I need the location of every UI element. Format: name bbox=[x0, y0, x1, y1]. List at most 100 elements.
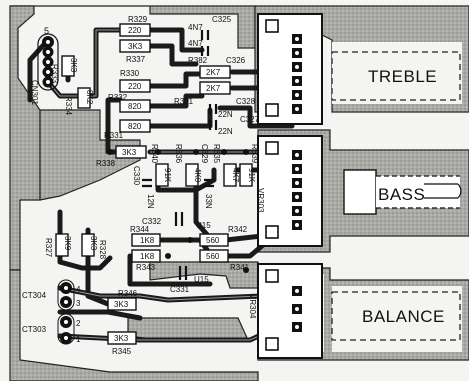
r333-body bbox=[119, 39, 151, 53]
r338-ref: R338 bbox=[96, 159, 116, 168]
vr304-balance-footprint bbox=[257, 263, 323, 359]
r336-ref: R336 bbox=[174, 144, 183, 164]
ct303-label: CT303 bbox=[22, 325, 47, 334]
r333-value: 3K3 bbox=[128, 42, 143, 51]
bass-label: BASS bbox=[378, 185, 425, 204]
treble-label: TREBLE bbox=[368, 67, 437, 86]
r335-value: 4K7 bbox=[231, 168, 240, 183]
r381-body bbox=[199, 81, 231, 95]
tp-pin-2: 2 bbox=[76, 319, 81, 328]
r343-body bbox=[131, 249, 161, 263]
r329-ref: R329 bbox=[128, 15, 148, 24]
r331-ref: R331 bbox=[104, 131, 124, 140]
r331-body bbox=[119, 119, 151, 133]
r341-body bbox=[199, 249, 229, 263]
r332-body bbox=[77, 87, 91, 109]
r328-ref: R328 bbox=[98, 240, 107, 260]
r338-body bbox=[115, 145, 147, 159]
knob-outlines bbox=[331, 51, 461, 341]
c329-plates bbox=[204, 178, 214, 188]
r327-body bbox=[55, 233, 69, 257]
r335-ref: R335 bbox=[212, 144, 221, 164]
vr303-bass-footprint bbox=[257, 135, 323, 247]
r336-value: 4K0 bbox=[193, 168, 202, 183]
r330-body bbox=[119, 79, 151, 93]
tp-pin-3: 3 bbox=[76, 299, 81, 308]
c328-plates bbox=[208, 104, 218, 114]
u15-top-label: U15 bbox=[196, 221, 211, 230]
c325-ref: C325 bbox=[212, 15, 232, 24]
r332-ref: R332 bbox=[108, 93, 128, 102]
treble-knob-outline bbox=[331, 51, 461, 101]
r330-value: 220 bbox=[128, 82, 142, 91]
bass-shaft bbox=[343, 169, 462, 215]
r334-body bbox=[119, 99, 151, 113]
vias bbox=[107, 149, 249, 273]
r340-ref: R340 bbox=[150, 144, 159, 164]
r346-body bbox=[107, 297, 137, 311]
c330-plates bbox=[142, 178, 152, 188]
c328-ref: C328 bbox=[236, 97, 256, 106]
r337-ref: R337 bbox=[126, 55, 146, 64]
r327-ref: R327 bbox=[44, 238, 53, 258]
r345-value: 3K3 bbox=[114, 334, 129, 343]
c327-value: 22N bbox=[218, 127, 233, 136]
r328-value: 3K3 bbox=[89, 236, 98, 251]
r381-ref: R381 bbox=[174, 97, 194, 106]
r339-body bbox=[239, 163, 253, 187]
r338-value: 3K3 bbox=[122, 148, 137, 157]
r334-value: 820 bbox=[128, 102, 142, 111]
vr301-treble-footprint bbox=[257, 13, 323, 125]
c327-plates bbox=[208, 120, 218, 130]
r337-body bbox=[61, 55, 75, 77]
r331-value: 820 bbox=[128, 122, 142, 131]
vr303-ref: VR303 bbox=[256, 188, 265, 213]
r339-value: 91K bbox=[247, 168, 256, 183]
r344-ref: R344 bbox=[130, 225, 150, 234]
r327-value: 3K9 bbox=[63, 236, 72, 251]
r341-ref: R341 bbox=[230, 263, 250, 272]
c332-plates bbox=[174, 212, 184, 226]
r346-ref: R346 bbox=[118, 289, 138, 298]
r342-value: 560 bbox=[206, 236, 220, 245]
u15-bottom-label: U15 bbox=[194, 275, 209, 284]
c327-ref: C327 bbox=[240, 115, 260, 124]
c330-ref: C330 bbox=[132, 166, 141, 186]
r382-body bbox=[199, 65, 231, 79]
c326-plates bbox=[200, 46, 210, 56]
r336-body bbox=[185, 163, 199, 187]
r329-value: 220 bbox=[128, 26, 142, 35]
r381-value: 2K7 bbox=[206, 84, 221, 93]
r345-ref: R345 bbox=[112, 347, 132, 356]
value-33n: 33N bbox=[204, 194, 213, 209]
c331-plates bbox=[178, 266, 188, 280]
r340-body bbox=[155, 163, 169, 187]
c326-value: 4N7 bbox=[188, 39, 203, 48]
balance-knob-outline bbox=[331, 291, 461, 341]
c329-ref: C329 bbox=[200, 144, 209, 164]
tp-pin-1: 1 bbox=[76, 335, 81, 344]
r333-ref: R333 bbox=[50, 64, 59, 84]
r337-value: 3K3 bbox=[69, 58, 78, 73]
r346-value: 3K3 bbox=[114, 300, 129, 309]
cn301-pin-number: 5 bbox=[44, 26, 49, 36]
capacitor-symbols bbox=[142, 30, 218, 280]
c332-ref: C332 bbox=[142, 217, 162, 226]
ct304-label: CT304 bbox=[22, 291, 47, 300]
r340-value: 91K bbox=[163, 168, 172, 183]
r345-body bbox=[107, 331, 137, 345]
c331-ref: C331 bbox=[170, 285, 190, 294]
c326-ref: C326 bbox=[226, 56, 246, 65]
r343-ref: R343 bbox=[136, 263, 156, 272]
r341-value: 560 bbox=[206, 252, 220, 261]
r332-value: 8K2 bbox=[85, 90, 94, 105]
r382-value: 2K7 bbox=[206, 68, 221, 77]
r335-body bbox=[223, 163, 237, 187]
r339-ref: R339 bbox=[250, 144, 259, 164]
c328-value: 22N bbox=[218, 110, 233, 119]
cn301-connector bbox=[37, 33, 59, 91]
r328-body bbox=[81, 233, 95, 257]
vr304-ref: VR304 bbox=[248, 294, 257, 319]
tp-pin-4: 4 bbox=[76, 285, 81, 294]
